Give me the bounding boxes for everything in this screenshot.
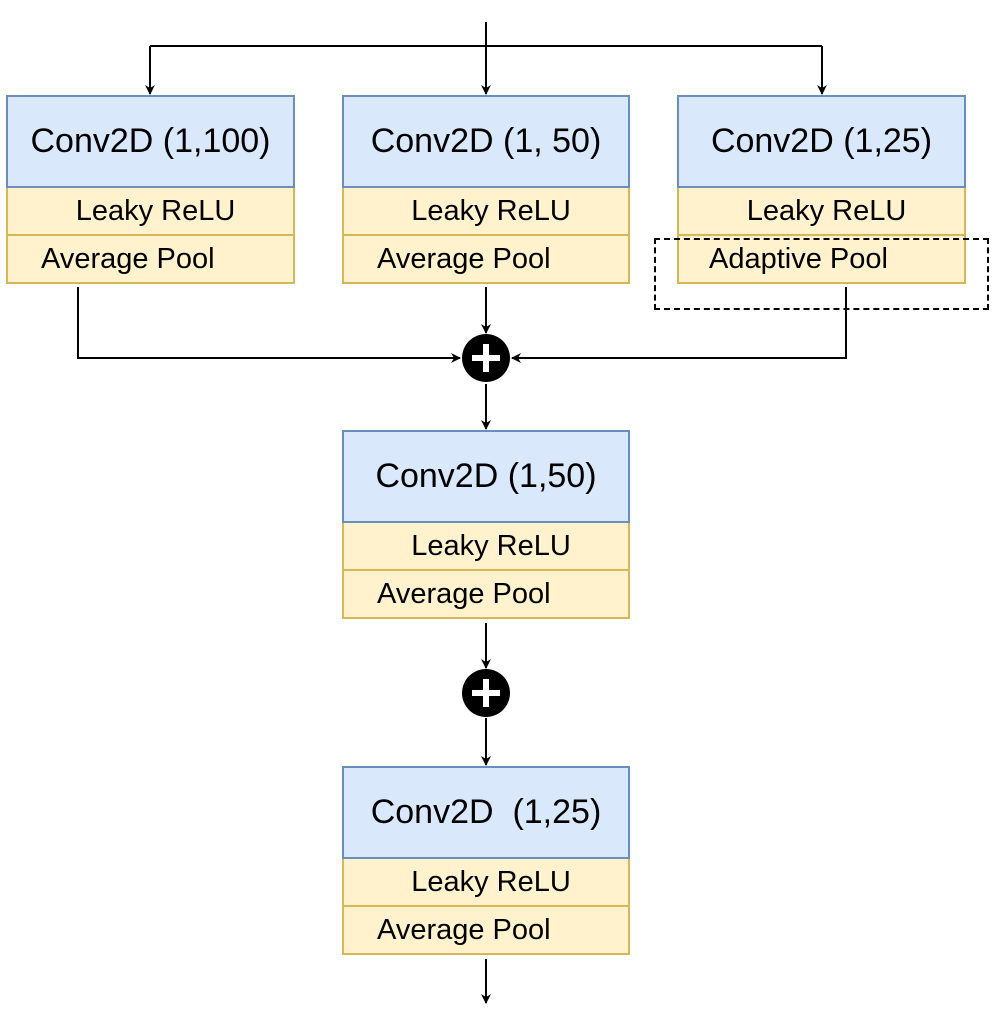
conv-layer-label: Conv2D (1, 50): [342, 95, 630, 188]
pool-layer-label: Adaptive Pool: [677, 236, 966, 284]
pool-layer-label: Average Pool: [342, 907, 630, 955]
plus-circle-icon: [472, 679, 500, 707]
activation-layer-label: Leaky ReLU: [677, 188, 966, 236]
activation-layer-label: Leaky ReLU: [6, 188, 295, 236]
adaptive-pool-highlight: [654, 238, 989, 310]
edge-branch-1-to-sum: [77, 287, 461, 363]
conv-layer-label: Conv2D (1,25): [342, 766, 630, 859]
conv-block-branch-1: Conv2D (1,100) Leaky ReLU Average Pool: [6, 95, 295, 284]
pool-layer-label: Average Pool: [6, 236, 295, 284]
edge-branch-3-to-sum: [511, 287, 847, 363]
activation-layer-label: Leaky ReLU: [342, 859, 630, 907]
conv-block-branch-3: Conv2D (1,25) Leaky ReLU Adaptive Pool: [677, 95, 966, 284]
sum-node-2: [462, 669, 510, 717]
conv-layer-label: Conv2D (1,25): [677, 95, 966, 188]
plus-circle-icon: [472, 344, 500, 372]
pool-layer-label: Average Pool: [342, 236, 630, 284]
conv-block-merged: Conv2D (1,50) Leaky ReLU Average Pool: [342, 430, 630, 619]
pool-layer-label: Average Pool: [342, 571, 630, 619]
conv-layer-label: Conv2D (1,50): [342, 430, 630, 523]
sum-node-1: [462, 334, 510, 382]
activation-layer-label: Leaky ReLU: [342, 523, 630, 571]
activation-layer-label: Leaky ReLU: [342, 188, 630, 236]
conv-layer-label: Conv2D (1,100): [6, 95, 295, 188]
conv-block-final: Conv2D (1,25) Leaky ReLU Average Pool: [342, 766, 630, 955]
conv-block-branch-2: Conv2D (1, 50) Leaky ReLU Average Pool: [342, 95, 630, 284]
